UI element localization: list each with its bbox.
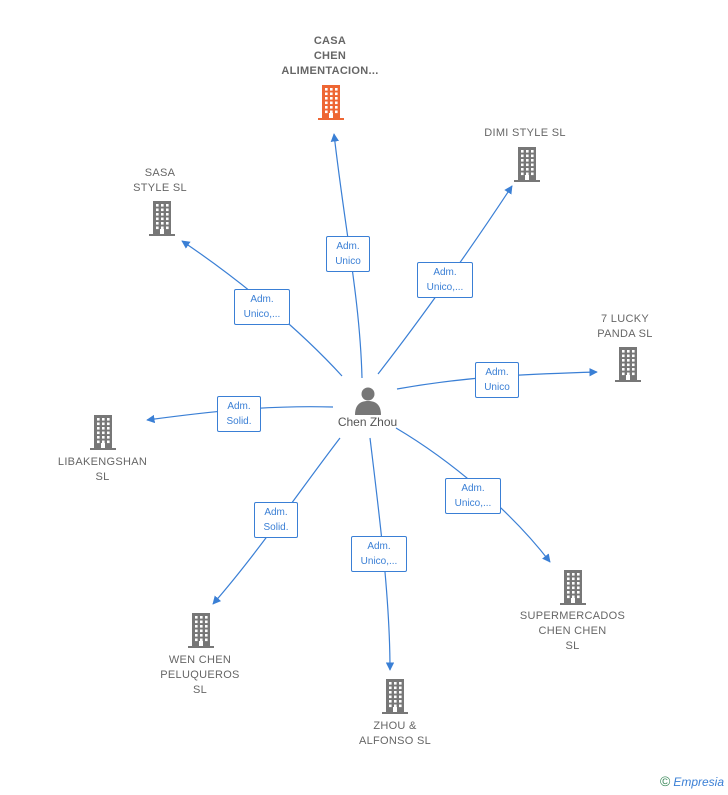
company-icon-wrap-super[interactable] [557,569,589,610]
copyright-icon: © [659,773,671,789]
company-node-wen[interactable]: WEN CHEN PELUQUEROS SL [145,653,255,698]
building-icon [188,613,214,648]
company-icon-wrap-liba[interactable] [87,414,119,455]
person-icon [354,387,381,415]
company-label: ZHOU & ALFONSO SL [358,720,432,747]
company-node-super[interactable]: SUPERMERCADOS CHEN CHEN SL [505,609,640,654]
company-label: CASA CHEN ALIMENTACION... [281,35,379,77]
company-node-dimi[interactable]: DIMI STYLE SL [470,126,580,141]
relation-label-lucky[interactable]: Adm. Unico [475,362,519,398]
relation-label-liba[interactable]: Adm. Solid. [217,396,261,432]
building-icon [318,85,344,120]
company-node-liba[interactable]: LIBAKENGSHAN SL [40,455,165,485]
company-node-lucky[interactable]: 7 LUCKY PANDA SL [580,312,670,342]
relation-label-super[interactable]: Adm. Unico,... [445,478,501,514]
company-label: WEN CHEN PELUQUEROS SL [160,654,240,696]
company-label: DIMI STYLE SL [484,127,566,139]
building-icon [90,415,116,450]
company-icon-wrap-sasa[interactable] [146,200,178,241]
company-label: 7 LUCKY PANDA SL [597,313,653,340]
building-icon [560,570,586,605]
relation-label-wen[interactable]: Adm. Solid. [254,502,298,538]
building-icon [382,679,408,714]
company-icon-wrap-casa[interactable] [315,84,347,125]
company-icon-wrap-wen[interactable] [185,612,217,653]
relation-label-zhou[interactable]: Adm. Unico,... [351,536,407,572]
building-icon [615,347,641,382]
building-icon [514,147,540,182]
company-node-sasa[interactable]: SASA STYLE SL [110,166,210,196]
relation-label-sasa[interactable]: Adm. Unico,... [234,289,290,325]
company-label: SASA STYLE SL [133,167,187,194]
person-name: Chen Zhou [337,415,398,429]
brand-name: Empresia [673,775,724,789]
footer-brand: ©Empresia [660,773,724,789]
relation-label-dimi[interactable]: Adm. Unico,... [417,262,473,298]
company-icon-wrap-zhou[interactable] [379,678,411,719]
relation-label-casa[interactable]: Adm. Unico [326,236,370,272]
company-label: SUPERMERCADOS CHEN CHEN SL [519,610,626,652]
company-icon-wrap-dimi[interactable] [511,146,543,187]
company-label: LIBAKENGSHAN SL [57,456,148,483]
building-icon [149,201,175,236]
person-node[interactable]: Chen Zhou [325,385,410,429]
company-node-zhou[interactable]: ZHOU & ALFONSO SL [345,719,445,749]
company-node-casa[interactable]: CASA CHEN ALIMENTACION... [270,34,390,79]
company-icon-wrap-lucky[interactable] [612,346,644,387]
